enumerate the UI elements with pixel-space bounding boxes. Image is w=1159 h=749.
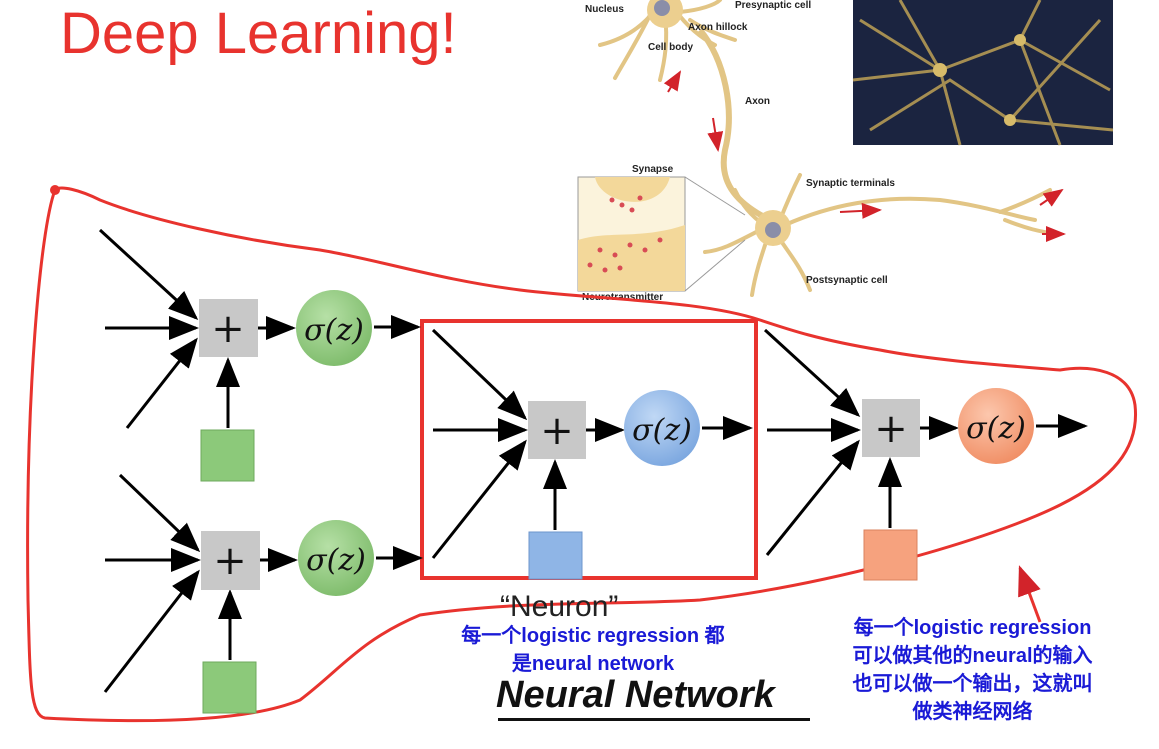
annotation-left: 每一个logistic regression 都 是neural network [418, 622, 768, 678]
pointer-arrow [1018, 565, 1042, 623]
bias-node [200, 429, 255, 482]
activation-node [624, 390, 700, 466]
annotation-line: 也可以做一个输出，这就叫 [852, 673, 1093, 695]
activation-node [958, 388, 1034, 464]
sum-symbol: + [540, 408, 574, 454]
sum-node [528, 401, 586, 459]
activation-symbol: σ(z) [306, 543, 366, 578]
label-postsynaptic: Postsynaptic cell [806, 275, 888, 286]
label-cell-body: Cell body [648, 42, 693, 53]
outline-start-dot [50, 185, 60, 195]
annotation-line: 每一个logistic regression [853, 617, 1092, 639]
bias-node [528, 531, 583, 580]
network-title-underline [498, 718, 810, 721]
neuron-label: “Neuron” [500, 590, 619, 623]
network-title: Neural Network [496, 674, 775, 716]
neuron-highlight-box [420, 319, 758, 580]
label-neurotransmitter: Neurotransmitter [582, 292, 663, 303]
bias-node [202, 661, 257, 714]
sum-node [201, 531, 260, 590]
annotation-line: 做类神经网络 [912, 701, 1033, 723]
label-synaptic-terminals: Synaptic terminals [806, 178, 895, 189]
label-presynaptic: Presynaptic cell [735, 0, 811, 11]
sum-symbol: + [211, 306, 245, 352]
activation-node [298, 520, 374, 596]
activation-node [296, 290, 372, 366]
sum-symbol: + [874, 406, 908, 452]
annotation-line: 是neural network [511, 653, 675, 675]
page-title: Deep Learning! [60, 1, 457, 66]
neuron-photo [852, 0, 1114, 146]
network-edges [98, 228, 1088, 693]
biological-neuron-illustration: Nucleus Axon hillock Cell body Presynapt… [577, 0, 1066, 303]
label-synapse: Synapse [632, 164, 674, 175]
annotation-line: 可以做其他的neural的输入 [852, 645, 1093, 667]
label-axon: Axon [745, 96, 770, 107]
network-outline [26, 186, 1138, 723]
bias-node [863, 529, 918, 581]
activation-symbol: σ(z) [304, 313, 364, 348]
sum-symbol: + [213, 538, 247, 584]
activation-symbol: σ(z) [632, 413, 692, 448]
activation-symbol: σ(z) [966, 411, 1026, 446]
sum-node [199, 299, 258, 357]
annotation-line: 每一个logistic regression 都 [461, 625, 725, 647]
label-axon-hillock: Axon hillock [688, 22, 748, 33]
annotation-right: 每一个logistic regression 可以做其他的neural的输入 也… [800, 614, 1145, 726]
sum-node [862, 399, 920, 457]
label-nucleus: Nucleus [585, 4, 624, 15]
